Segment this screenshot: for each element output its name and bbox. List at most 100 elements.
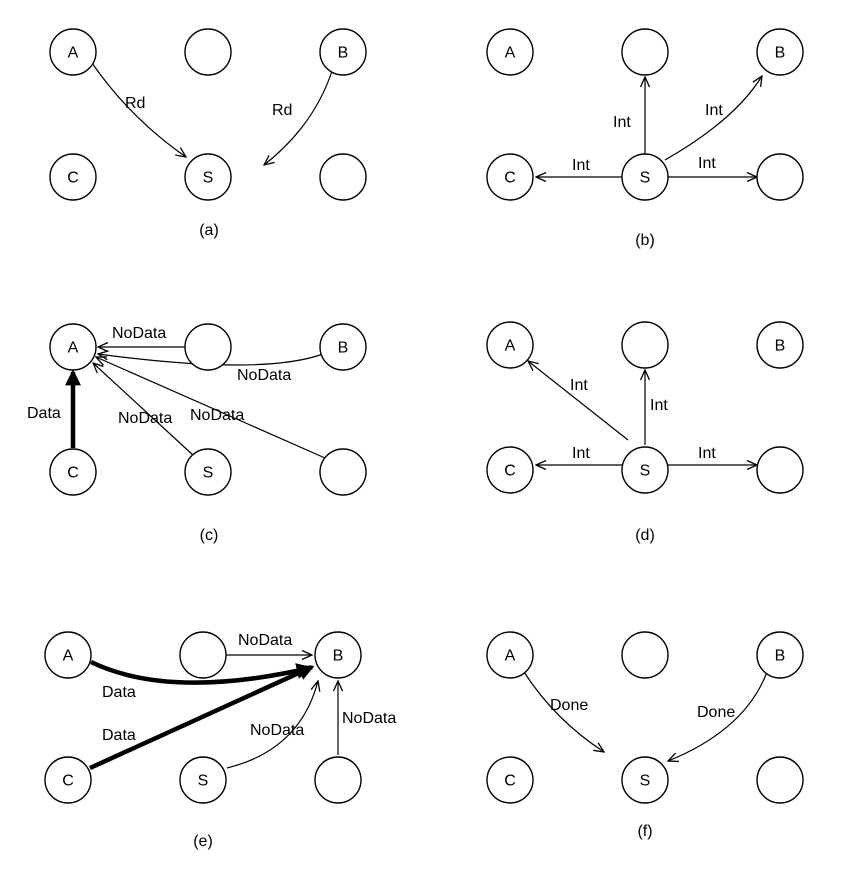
node-label: S — [203, 170, 214, 187]
node-b: B — [756, 631, 804, 679]
node-label: B — [775, 45, 786, 62]
node-s: S — [621, 756, 669, 804]
panel-caption: (e) — [193, 833, 213, 850]
node-unlabeled-r — [319, 448, 367, 496]
node-unlabeled-r — [756, 756, 804, 804]
edge-label: Int — [698, 445, 716, 462]
node-circle — [44, 756, 92, 804]
edge-label: Done — [697, 704, 735, 721]
node-circle — [756, 446, 804, 494]
node-circle — [486, 153, 534, 201]
node-b: B — [314, 631, 362, 679]
node-unlabeled-t — [621, 28, 669, 76]
node-circle — [319, 28, 367, 76]
edge-s-to-a-arrow — [528, 361, 629, 441]
node-circle — [184, 28, 232, 76]
node-circle — [49, 448, 97, 496]
node-unlabeled-t — [184, 323, 232, 371]
edge-label: NoData — [238, 632, 292, 649]
node-circle — [319, 153, 367, 201]
node-s: S — [184, 153, 232, 201]
node-c: C — [44, 756, 92, 804]
node-label: C — [504, 773, 516, 790]
node-label: C — [504, 463, 516, 480]
node-label: B — [775, 338, 786, 355]
edge-label: NoData — [112, 325, 166, 342]
edge-label: Done — [550, 697, 588, 714]
node-circle — [319, 448, 367, 496]
node-circle — [621, 28, 669, 76]
edge-c-to-b-arrow — [89, 664, 315, 771]
edge-label: Int — [570, 377, 588, 394]
node-circle — [621, 153, 669, 201]
node-a: A — [49, 323, 97, 371]
node-a: A — [49, 28, 97, 76]
node-label: A — [68, 340, 79, 357]
edge-s-to-b-arrow — [664, 76, 762, 161]
node-circle — [314, 756, 362, 804]
node-c: C — [486, 756, 534, 804]
node-circle — [319, 323, 367, 371]
node-label: S — [640, 773, 651, 790]
edge-label: Int — [572, 157, 590, 174]
node-label: A — [68, 45, 79, 62]
node-circle — [486, 446, 534, 494]
node-label: A — [505, 338, 516, 355]
edge-label: NoData — [342, 710, 396, 727]
node-unlabeled-t — [184, 28, 232, 76]
edge-label: NoData — [237, 367, 291, 384]
edge-r-to-a-arrow — [96, 357, 326, 459]
edge-a-to-b-arrow — [90, 659, 313, 685]
node-label: S — [198, 773, 209, 790]
edge-s-to-b-arrow — [226, 681, 318, 769]
panel-caption: (d) — [635, 527, 655, 544]
node-label: B — [338, 340, 349, 357]
node-circle — [621, 631, 669, 679]
node-unlabeled-t — [621, 631, 669, 679]
node-unlabeled-r — [756, 446, 804, 494]
node-circle — [49, 153, 97, 201]
edge-a-to-s-arrow — [523, 671, 604, 752]
node-unlabeled-r — [314, 756, 362, 804]
node-label: A — [505, 45, 516, 62]
node-circle — [756, 321, 804, 369]
node-c: C — [486, 446, 534, 494]
edge-label: Data — [102, 727, 136, 744]
edge-label: Data — [102, 684, 136, 701]
edge-label: Rd — [125, 95, 145, 112]
node-circle — [49, 323, 97, 371]
node-label: S — [640, 463, 651, 480]
node-circle — [49, 28, 97, 76]
node-label: S — [203, 465, 214, 482]
node-b: B — [756, 321, 804, 369]
edge-label: Int — [613, 114, 631, 131]
node-b: B — [319, 323, 367, 371]
node-a: A — [486, 28, 534, 76]
node-label: B — [333, 648, 344, 665]
node-label: A — [63, 648, 74, 665]
panel-caption: (b) — [635, 232, 655, 249]
node-c: C — [49, 153, 97, 201]
edge-b-to-a-arrow — [98, 354, 324, 366]
node-circle — [621, 321, 669, 369]
node-circle — [486, 756, 534, 804]
node-unlabeled-r — [319, 153, 367, 201]
node-label: C — [62, 773, 74, 790]
node-circle — [179, 631, 227, 679]
node-circle — [486, 631, 534, 679]
node-s: S — [179, 756, 227, 804]
node-circle — [184, 323, 232, 371]
node-circle — [486, 321, 534, 369]
node-unlabeled-t — [179, 631, 227, 679]
node-circle — [756, 756, 804, 804]
edge-b-to-s-arrow — [668, 671, 768, 761]
node-a: A — [44, 631, 92, 679]
node-a: A — [486, 631, 534, 679]
edge-label: Data — [27, 405, 61, 422]
edge-a-to-s-arrow — [91, 62, 186, 157]
node-s: S — [621, 446, 669, 494]
